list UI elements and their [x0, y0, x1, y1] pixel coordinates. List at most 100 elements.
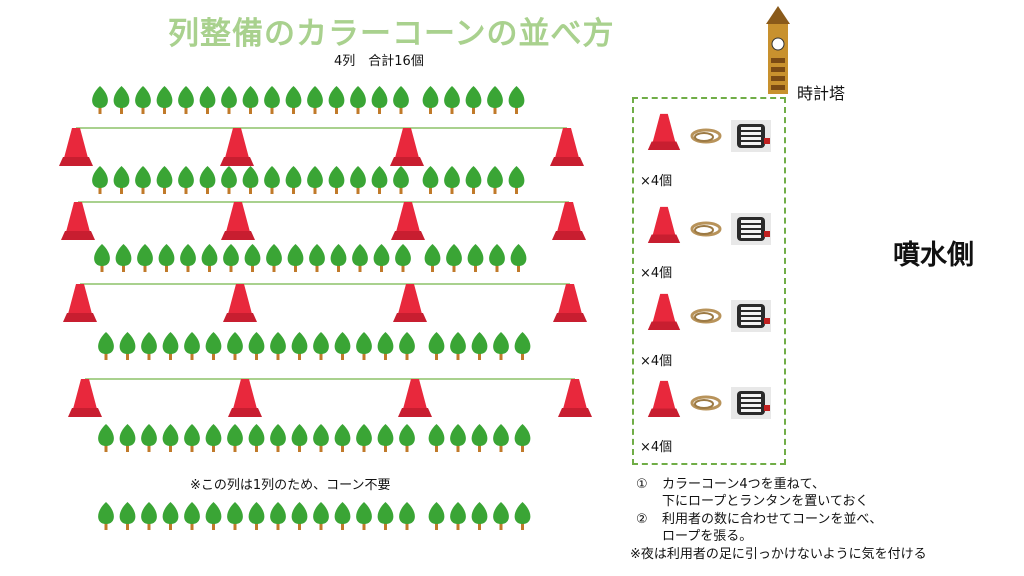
tree-icon [508, 166, 525, 194]
tree-icon [399, 332, 415, 360]
tree-icon [184, 424, 200, 452]
tree-crown [328, 166, 345, 188]
rope-coil-icon [690, 221, 722, 237]
cone-base [390, 157, 424, 166]
tree-crown [115, 244, 132, 266]
tree-icon [514, 332, 531, 360]
fountain-side-label: 噴水側 [893, 240, 974, 271]
cone-body [555, 128, 579, 158]
lantern-light [741, 132, 761, 135]
tree-crown [242, 166, 259, 188]
tree-crown [291, 502, 308, 524]
cone-base [553, 313, 587, 322]
tree-icon [266, 244, 282, 272]
tree-icon [92, 166, 108, 194]
tree-crown [428, 424, 445, 446]
tree-icon [291, 502, 308, 530]
tree-icon [119, 502, 136, 530]
tree-crown [510, 244, 527, 266]
tree-icon [356, 332, 372, 360]
caution-note: ※夜は利用者の足に引っかけないように気を付ける [630, 547, 927, 562]
tree-icon [471, 424, 488, 452]
lantern-icon [731, 300, 771, 332]
rope-coil-icon [690, 308, 722, 324]
tree-crown [162, 502, 179, 524]
cone-body [225, 128, 249, 158]
tree-icon [227, 424, 243, 452]
lantern-light [741, 312, 761, 315]
tree-crown [141, 332, 157, 354]
tree-icon [113, 86, 130, 114]
cone-body [557, 202, 581, 232]
cone-base [398, 408, 432, 417]
tree-crown [352, 244, 368, 266]
tree-icon [158, 244, 175, 272]
clock-face [771, 37, 785, 51]
tree-icon [489, 244, 505, 272]
tree-icon [487, 166, 503, 194]
cone-base [647, 234, 681, 243]
tree-crown [334, 502, 351, 524]
tree-crown [393, 166, 409, 188]
rope-coil [694, 399, 714, 409]
cone-body [652, 206, 676, 236]
tree-crown [119, 502, 136, 524]
lantern-light [741, 225, 761, 228]
tree-icon [450, 332, 466, 360]
supply-qty: ×4個 [640, 174, 673, 189]
cone-body [68, 284, 92, 314]
tree-icon [115, 244, 132, 272]
tree-icon [399, 424, 415, 452]
tree-crown [221, 86, 237, 108]
tree-crown [162, 424, 179, 446]
tree-icon [444, 86, 460, 114]
tree-crown [141, 502, 157, 524]
tree-crown [444, 166, 460, 188]
cone-body [652, 380, 676, 410]
tree-crown [422, 86, 439, 108]
tree-crown [371, 86, 388, 108]
tree-icon [248, 332, 265, 360]
tree-crown [135, 166, 151, 188]
step2-line1: 利用者の数に合わせてコーンを並べ、 [662, 512, 883, 527]
supplies-box [632, 97, 786, 465]
lantern-icon [731, 213, 771, 245]
tree-icon [393, 166, 409, 194]
tree-icon [223, 244, 239, 272]
cone-body [652, 293, 676, 323]
lantern-light [741, 322, 761, 325]
cone-base [391, 231, 425, 240]
tree-icon [450, 502, 466, 530]
rope-coil [694, 132, 714, 142]
tree-crown [471, 424, 488, 446]
cone-base [647, 321, 681, 330]
tree-icon [352, 244, 368, 272]
tree-crown [201, 244, 218, 266]
tree-crown [493, 332, 509, 354]
tree-crown [309, 244, 325, 266]
tree-icon [162, 502, 179, 530]
tree-crown [180, 244, 196, 266]
cone-base [63, 313, 97, 322]
tree-crown [92, 86, 108, 108]
tree-crown [287, 244, 304, 266]
row-note: ※この列は1列のため、コーン不要 [190, 478, 391, 493]
tree-crown [514, 502, 531, 524]
tree-crown [395, 244, 411, 266]
tree-icon [94, 244, 110, 272]
tree-crown [184, 332, 200, 354]
tree-icon [514, 424, 531, 452]
tree-crown [446, 244, 462, 266]
lantern-light [741, 235, 761, 238]
tree-crown [493, 424, 509, 446]
tree-crown [291, 332, 308, 354]
tree-icon [98, 332, 114, 360]
cone-icon [558, 379, 592, 417]
tree-crown [184, 502, 200, 524]
tree-crown [356, 502, 372, 524]
tree-icon [350, 86, 366, 114]
tree-crown [489, 244, 505, 266]
tree-crown [399, 332, 415, 354]
tree-crown [270, 424, 286, 446]
